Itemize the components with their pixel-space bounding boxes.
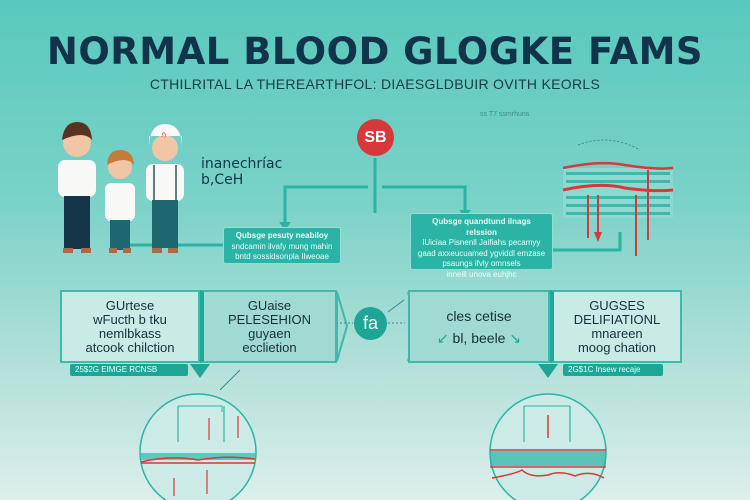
arrow-right-icon: ↘	[505, 329, 522, 346]
side-label-line: b,CeH	[201, 172, 244, 188]
box-line: psaungs ifvly omnsels	[442, 259, 521, 268]
panel-line: GUrtese	[105, 297, 155, 313]
svg-text:ℌ: ℌ	[161, 131, 166, 139]
panel-line: guyaen	[248, 325, 291, 341]
panel-line: mnareen	[591, 325, 643, 341]
box-line: sndcamin ilvafy mung mahin	[231, 241, 333, 251]
page-title: NORMAL BLOOD GLOGKE FAMS	[46, 30, 704, 73]
panel-2: GUaise PELESEHION guyaen ecclietion	[200, 290, 337, 363]
box-line: bntd sossidsonpla Ilweoae	[235, 252, 329, 261]
panel-line: GUaise	[247, 297, 292, 313]
panel-3: cles cetise ↙ bl, beele ↘	[408, 290, 550, 363]
panel-line-row: ↙ bl, beele ↘	[437, 327, 521, 349]
family-illustration: ℌ	[58, 122, 184, 253]
box-line: gaad axxeucuamed ygviddl emzase	[417, 248, 546, 258]
box-line: Qubsge quandtund ilnags relssion	[432, 217, 531, 237]
sb-badge: SB	[357, 119, 394, 156]
panel-line: DELIFIATIONL	[573, 311, 661, 327]
person-adult-cap: ℌ	[146, 124, 184, 253]
center-icon: fa	[354, 307, 387, 340]
side-label-line: inanechríac	[201, 156, 283, 172]
page-subtitle: CTHILRITAL LA THEREARTHFOL: DIAESGLDBUIR…	[149, 76, 601, 92]
panel-line: wFucth b tku	[93, 311, 167, 327]
panel-line: cles cetise	[446, 307, 512, 324]
side-label: inanechríac b,CeH	[201, 156, 282, 188]
box-line: Qubsge pesuty neabiloy	[235, 231, 329, 240]
panel-line: atcook chilction	[85, 339, 175, 355]
panel-line: bl, beele	[452, 329, 506, 346]
arrow-left-icon: ↙	[436, 329, 453, 346]
small-note: ss T7 ssmrhuns	[480, 111, 530, 118]
panel-line: GUGSES	[589, 297, 645, 313]
panel-line: nemlbkass	[98, 325, 162, 341]
panel-1: GUrtese wFucth b tku nemlbkass atcook ch…	[60, 290, 200, 363]
person-child	[105, 150, 135, 253]
panel-line: moog chation	[577, 339, 657, 355]
zoom-circle-right	[489, 393, 607, 500]
zoom-circle-left	[139, 393, 257, 500]
tag-left: 25$2G EIMGE RCNSB	[70, 364, 188, 376]
tissue-illustration	[562, 139, 674, 256]
info-box-left: Qubsge pesuty neabiloy sndcamin ilvafy m…	[223, 227, 341, 264]
panel-line: PELESEHION	[227, 311, 312, 327]
info-box-right: Qubsge quandtund ilnags relssion lUiciaa…	[410, 213, 553, 279]
person-adult-male	[58, 122, 96, 253]
tag-right: 2G$1C Insew recaje	[563, 364, 663, 376]
panel-4: GUGSES DELIFIATIONL mnareen moog chation	[550, 290, 682, 363]
box-line: inneill unova euhjhc	[446, 269, 517, 279]
panel-line: ecclietion	[242, 339, 297, 355]
box-line: lUiciaa Pisnenll Jaifiahs pecamyy	[422, 238, 541, 247]
